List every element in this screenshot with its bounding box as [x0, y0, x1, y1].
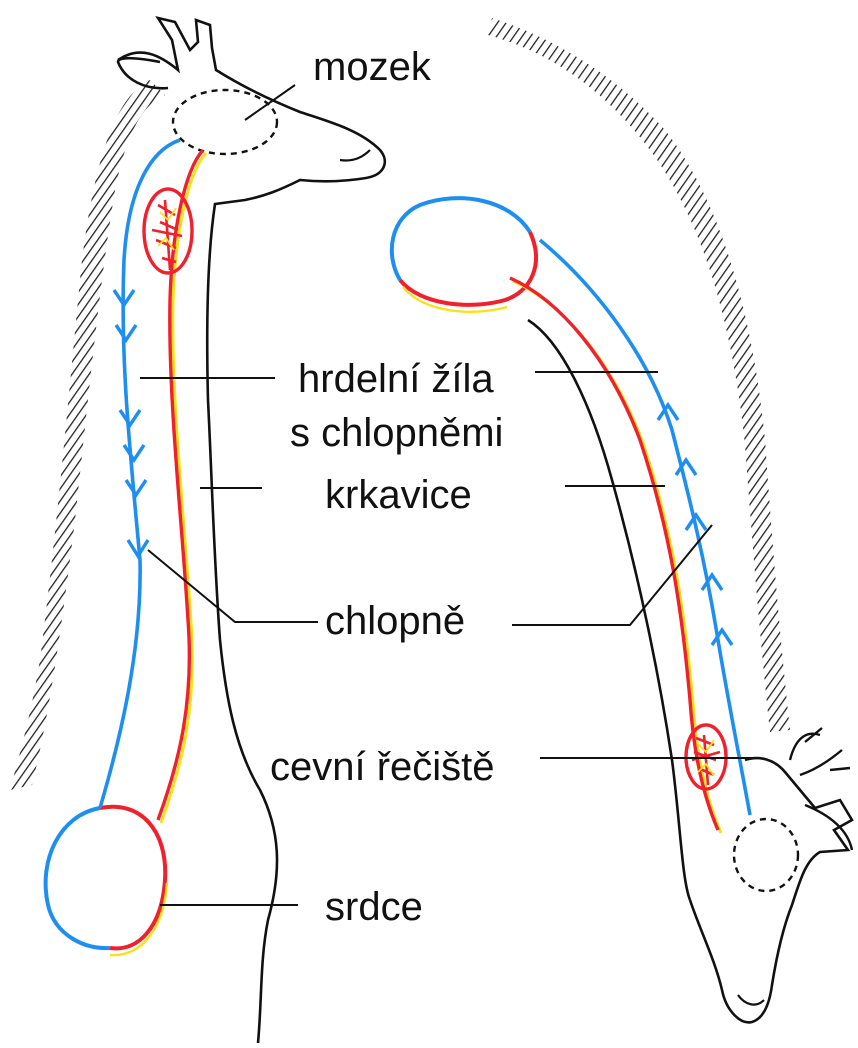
- lowered-giraffe-carotid-highlight: [513, 281, 721, 833]
- lowered-giraffe-heart-artery: [400, 232, 536, 305]
- label-carotid: krkavice: [325, 473, 472, 517]
- label-heart: srdce: [325, 885, 423, 929]
- label-vascular-network: cevní řečiště: [270, 745, 495, 789]
- label-brain: mozek: [313, 45, 432, 89]
- upright-giraffe-mane: [10, 80, 165, 790]
- upright-giraffe-valve-arrows: [114, 290, 148, 556]
- label-jugular-vein-line1: hrdelní žíla: [298, 357, 494, 401]
- lowered-giraffe-mouth: [738, 995, 764, 1005]
- upright-giraffe-mouth: [340, 150, 370, 161]
- lowered-giraffe: [392, 18, 852, 1022]
- lowered-giraffe-ossicones: [790, 728, 850, 775]
- upright-giraffe-ear: [118, 58, 168, 88]
- upright-giraffe-brain: [173, 90, 277, 154]
- upright-giraffe-vascular-network: [144, 189, 192, 273]
- upright-giraffe-heart-vein: [46, 808, 110, 948]
- labels: mozek hrdelní žíla s chlopněmi krkavice …: [270, 45, 503, 929]
- lowered-giraffe-heart-vein: [392, 198, 530, 280]
- lowered-giraffe-ear: [805, 805, 852, 850]
- label-jugular-vein-line2: s chlopněmi: [290, 411, 503, 455]
- label-valves: chlopně: [325, 599, 465, 643]
- lowered-giraffe-brain: [734, 819, 798, 891]
- leader-valves-left: [148, 550, 318, 622]
